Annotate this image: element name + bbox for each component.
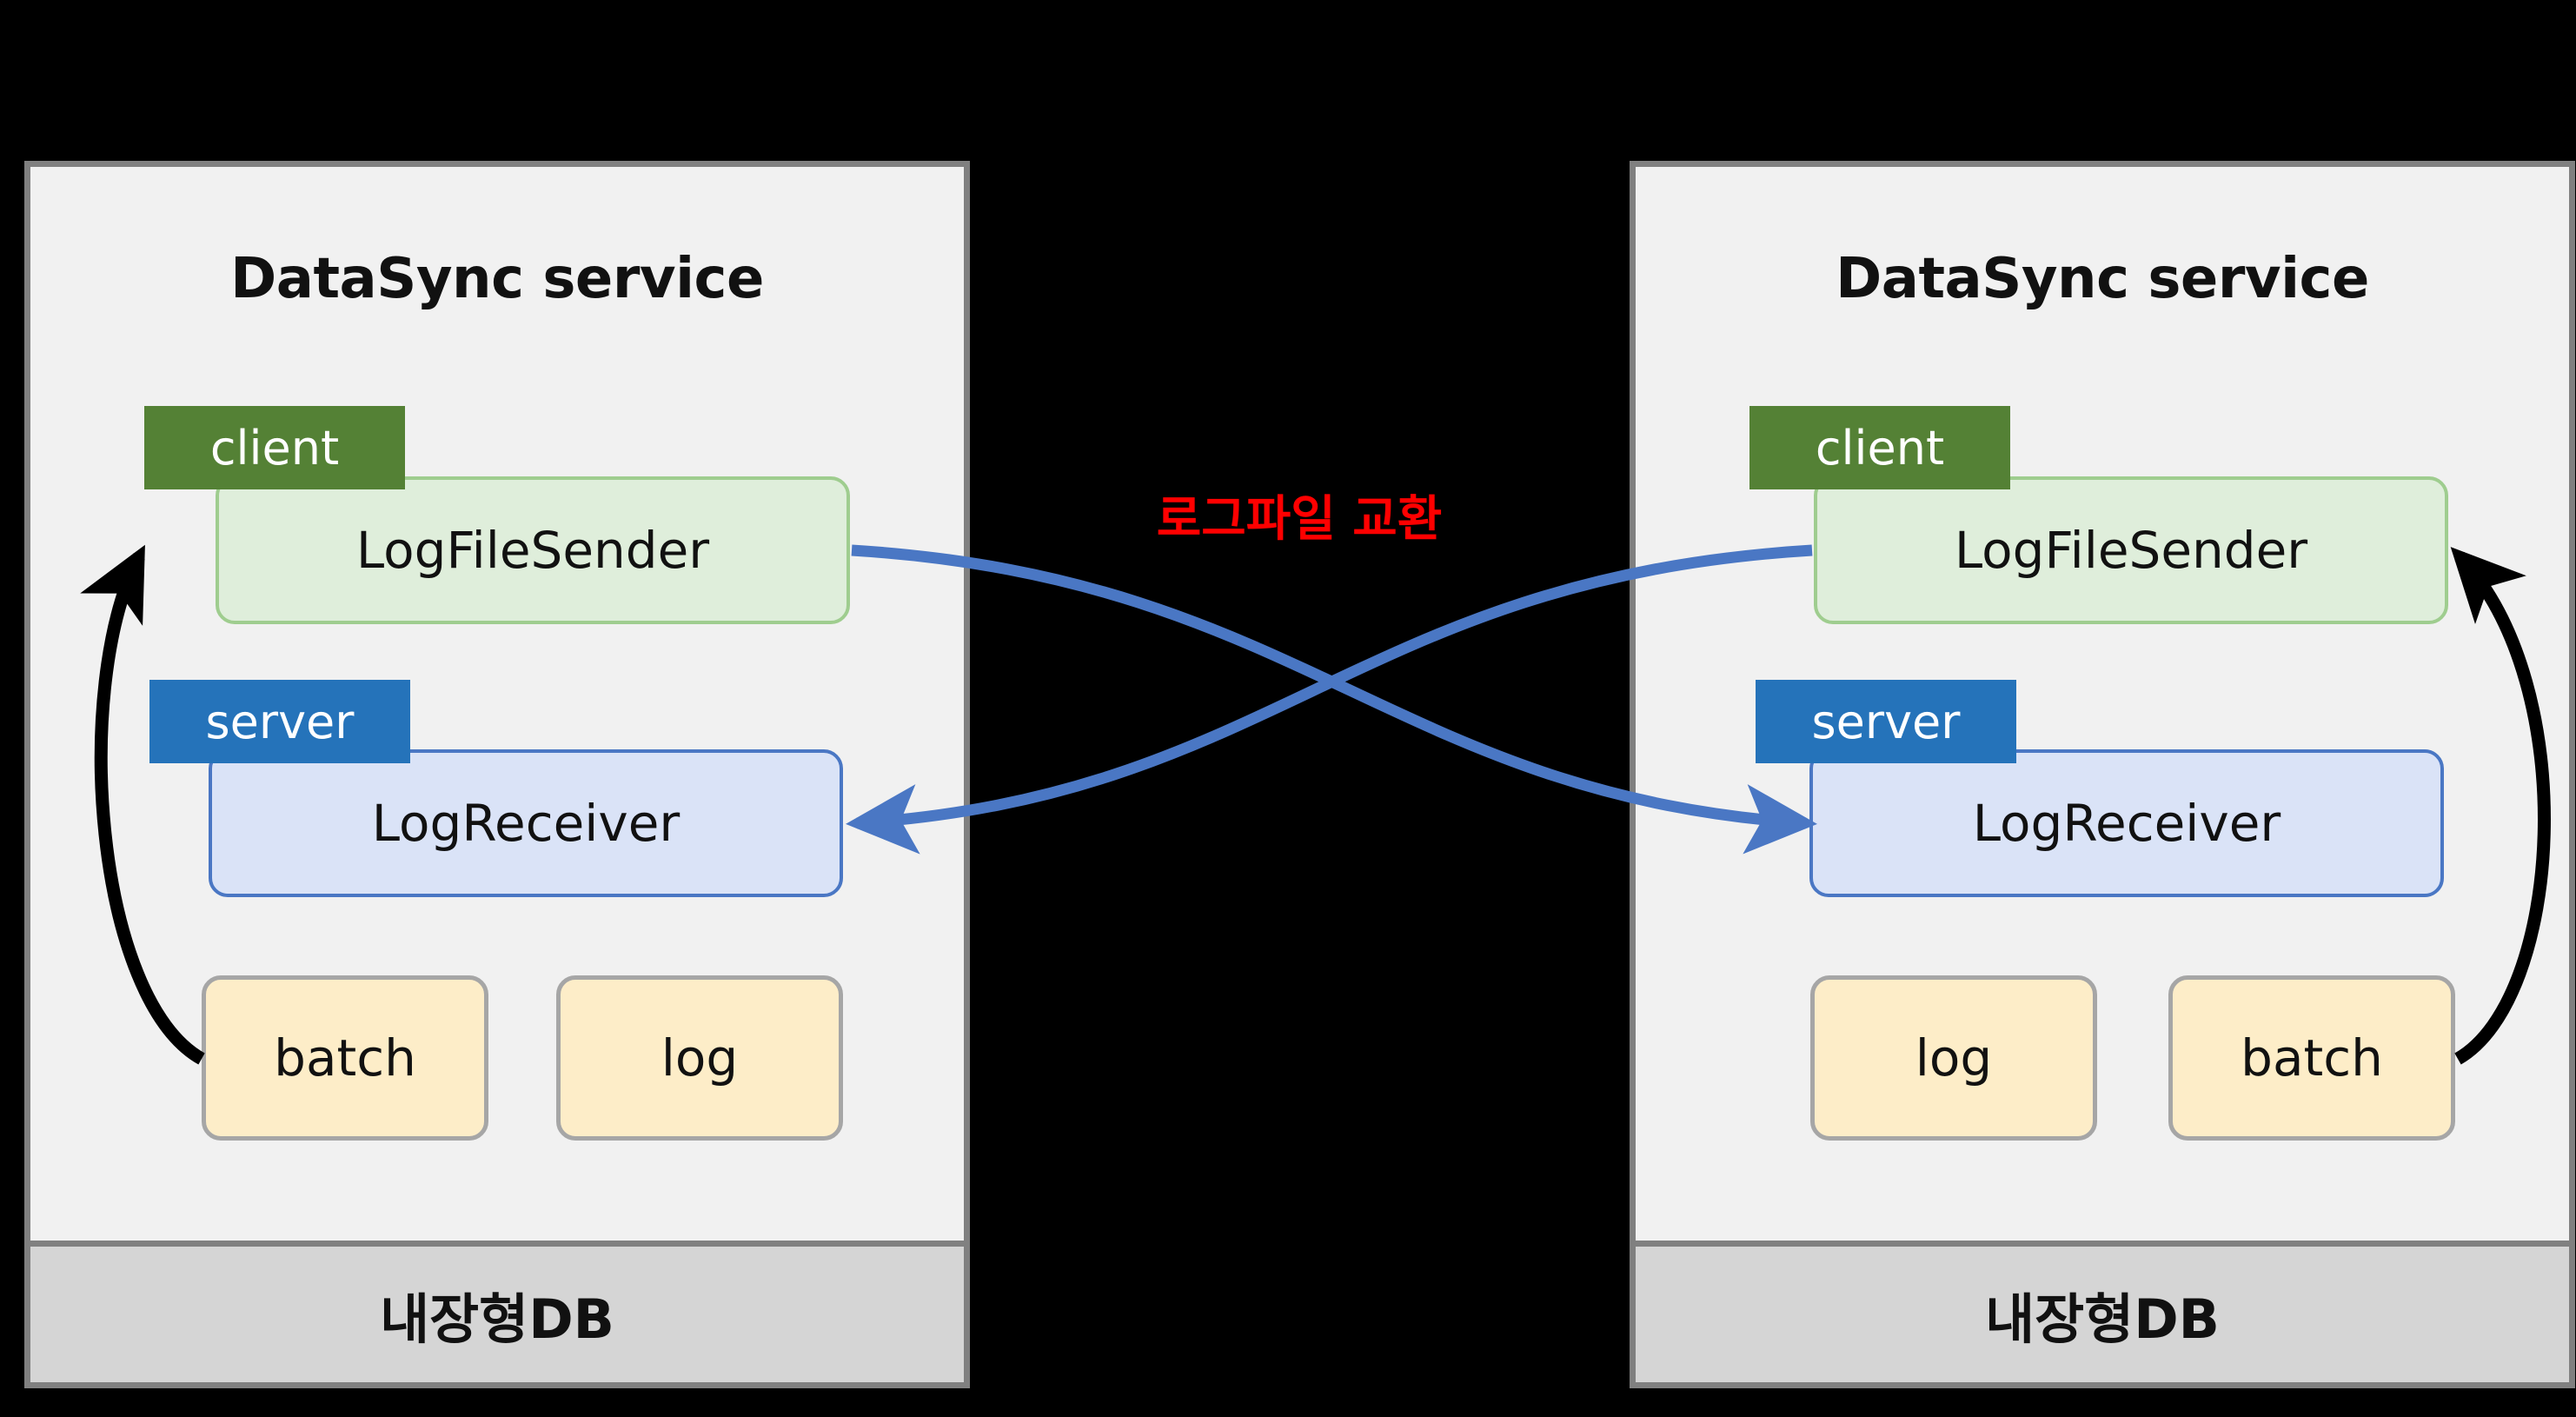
right-panel-title: DataSync service <box>1836 247 2369 311</box>
left-batch-node[interactable]: batch <box>202 975 488 1141</box>
left-logreceiver-node[interactable]: LogReceiver <box>209 749 843 897</box>
right-logfilesender-node[interactable]: LogFileSender <box>1814 476 2448 624</box>
left-server-tag: server <box>149 680 410 763</box>
left-embedded-db-band: 내장형DB <box>30 1241 964 1382</box>
right-embedded-db-label: 내장형DB <box>1985 1287 2220 1351</box>
right-log-node[interactable]: log <box>1810 975 2097 1141</box>
right-batch-node[interactable]: batch <box>2168 975 2455 1141</box>
left-logfilesender-node[interactable]: LogFileSender <box>216 476 850 624</box>
right-server-tag: server <box>1756 680 2016 763</box>
right-logreceiver-node[interactable]: LogReceiver <box>1809 749 2444 897</box>
log-file-exchange-label: 로그파일 교환 <box>1156 491 1443 548</box>
left-log-node[interactable]: log <box>556 975 843 1141</box>
left-embedded-db-label: 내장형DB <box>380 1287 614 1351</box>
left-panel-title: DataSync service <box>230 247 764 311</box>
right-client-tag: client <box>1749 406 2010 489</box>
right-embedded-db-band: 내장형DB <box>1636 1241 2569 1382</box>
left-client-tag: client <box>144 406 405 489</box>
